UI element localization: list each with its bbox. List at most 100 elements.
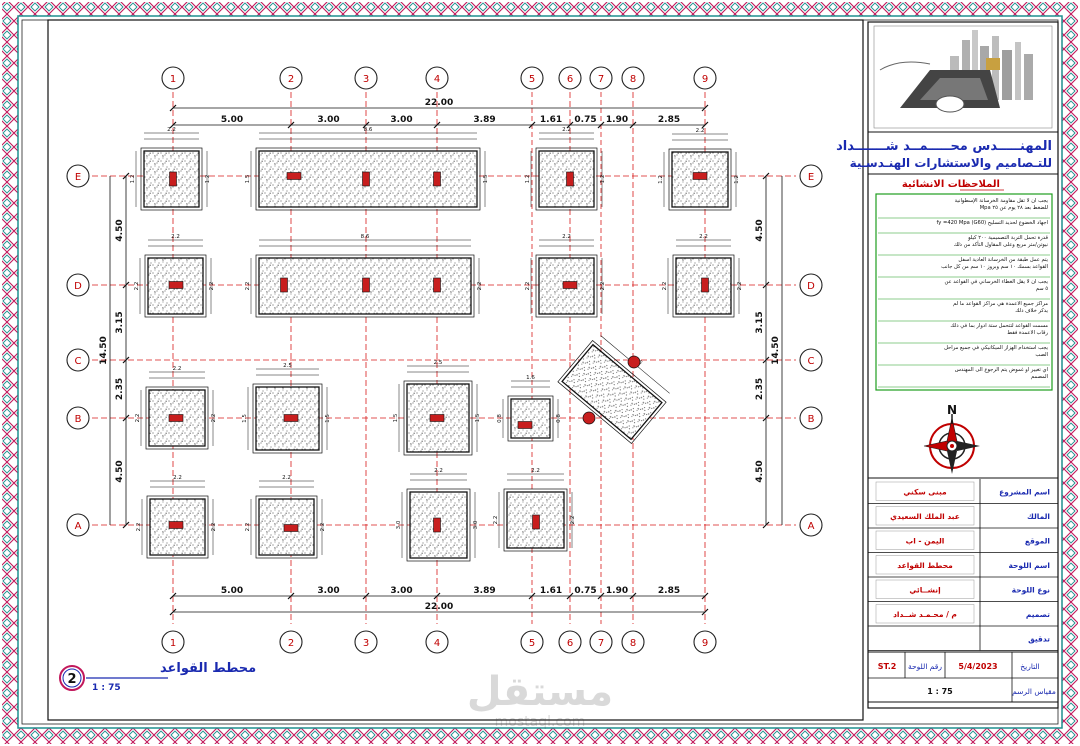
column [692, 172, 708, 180]
footing-dim-label: 2.2 [531, 468, 540, 474]
footing-dim-label: 2.2 [209, 282, 215, 291]
tb-value-box [875, 506, 975, 526]
grid-bubble-y [66, 406, 90, 430]
footing-dim-label: 2.2 [562, 234, 571, 240]
dimension-value: 2.35 [115, 378, 125, 400]
drawing-scale: 1 : 75 [92, 683, 121, 693]
grid-label-x: 5 [529, 638, 535, 649]
dimension-tick [433, 121, 441, 129]
grid-bubble-y [799, 406, 823, 430]
dimension-value: 1.61 [540, 115, 562, 125]
footing-dim-label: 2.5 [283, 363, 292, 369]
sheet-id: ST.2 [878, 662, 897, 671]
notes-list: يجب ان لا تقل مقاومة الخرسانة الإسطوانية… [878, 198, 1050, 388]
footing-dim-label: 1.5 [325, 414, 331, 423]
sheet-label: رقم اللوحة [908, 662, 942, 671]
dimension-tick [701, 121, 709, 129]
dimension-value: 5.00 [221, 586, 243, 596]
grid-label-y: C [75, 356, 82, 367]
column [562, 281, 578, 289]
dimension-tick [122, 281, 130, 289]
dimension-tick [629, 121, 637, 129]
sheet-number: 2 [67, 672, 76, 687]
tb-label: اسم المشروع [999, 487, 1050, 496]
note-item: يجب ان لا يقل الغطاء الخرساني في القواعد… [945, 279, 1049, 292]
dimension-tick [762, 356, 770, 364]
footing-dim-label: 2.2 [211, 523, 217, 532]
grid-label-x: 7 [598, 638, 604, 649]
footing-blinding [672, 254, 735, 318]
footing-dim-label: 0.8 [556, 414, 562, 423]
column [566, 171, 574, 187]
column [433, 277, 441, 293]
tb-value: اليمن - اب [906, 536, 945, 545]
column [283, 524, 299, 532]
dimension-tick [528, 121, 536, 129]
scale-label: مقياس الرسم [1012, 687, 1056, 696]
dimension-tick [566, 121, 574, 129]
dimension-value: 3.00 [390, 586, 412, 596]
dimension-value: 4.50 [755, 219, 765, 241]
column [168, 414, 184, 422]
dimension-value: 4.50 [115, 219, 125, 241]
grid-label-x: 1 [170, 74, 176, 85]
dimension-total: 14.50 [771, 336, 781, 364]
firm-name-line1: المهنـــــدس محـــــمــد شـــــــداد [836, 139, 1052, 154]
note-item: يجب ان لا تقل مقاومة الخرسانة الإسطوانية… [955, 198, 1049, 211]
footing-blinding [252, 383, 323, 454]
dimension-value: 4.50 [755, 460, 765, 482]
tb-label: الموقع [1025, 536, 1050, 545]
note-item: يجب استخدام الهزاز الميكانيكي في جميع مر… [944, 345, 1048, 358]
footing-dim-label: 0.8 [497, 414, 503, 423]
footing-dim-label: 2.2 [562, 127, 571, 133]
grid-bubble-x [589, 66, 613, 90]
dimension-tick [762, 521, 770, 529]
footing-dim-label: 2.2 [134, 282, 140, 291]
grid-label-y: E [75, 172, 81, 183]
grid-bubble-x [558, 630, 582, 654]
tb-value-box [875, 481, 975, 501]
tb-value: محطط القواعد [897, 561, 953, 570]
column [532, 514, 540, 530]
date-value: 5/4/2023 [958, 662, 997, 671]
footing-dim-label: 2.2 [434, 468, 443, 474]
grid-bubble-x [589, 630, 613, 654]
footing-blinding [140, 147, 203, 211]
footing-dim-label: 2.2 [696, 128, 705, 134]
tb-value-box [875, 604, 975, 624]
dimension-tick [597, 592, 605, 600]
dimension-value: 1.90 [606, 115, 628, 125]
dimension-value: 5.00 [221, 115, 243, 125]
grid-label-x: 2 [288, 638, 294, 649]
tb-value: إنشــائي [909, 585, 940, 594]
footing-blinding [406, 488, 471, 562]
column [429, 414, 445, 422]
grid-label-y: A [808, 521, 815, 532]
dimension-tick [122, 356, 130, 364]
footing-dim-label: 2.2 [245, 282, 251, 291]
footing-dim-label: 1.2 [130, 175, 136, 184]
dimension-tick [122, 414, 130, 422]
grid-label-y: D [807, 281, 815, 292]
dimension-value: 4.50 [115, 460, 125, 482]
footing-dim-label: 2.2 [737, 282, 743, 291]
footing-pad [561, 343, 663, 441]
dimension-tick [169, 608, 177, 616]
grid-bubble-x [425, 630, 449, 654]
dimension-tick [629, 592, 637, 600]
grid-bubble-y [799, 273, 823, 297]
column-circular [627, 355, 641, 369]
grid-bubble-x [279, 630, 303, 654]
dimension-tick [762, 281, 770, 289]
grid-bubble-y [66, 273, 90, 297]
footing-blinding [255, 147, 481, 211]
column [169, 171, 177, 187]
